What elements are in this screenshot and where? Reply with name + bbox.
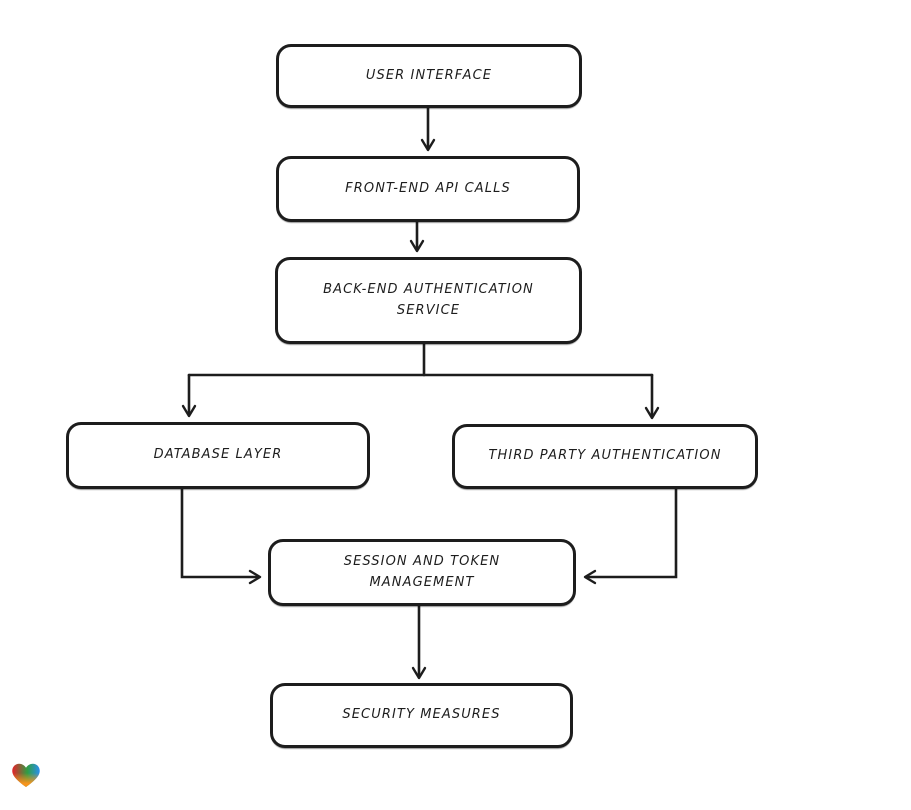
node-security-measures: SECURITY MEASURES: [270, 683, 573, 748]
node-label: USER INTERFACE: [365, 67, 493, 83]
node-user-interface: USER INTERFACE: [276, 44, 582, 108]
node-third-party-auth: THIRD PARTY AUTHENTICATION: [452, 424, 758, 489]
heart-logo[interactable]: [10, 760, 42, 790]
node-label: SECURITY MEASURES: [342, 707, 501, 723]
node-front-end-api-calls: FRONT-END API CALLS: [276, 156, 580, 222]
node-back-end-auth-service: BACK-END AUTHENTICATION SERVICE: [275, 257, 582, 344]
node-label: SERVICE: [396, 302, 461, 318]
heart-icon: [12, 763, 40, 787]
edge-database-to-session: [180, 487, 262, 585]
node-label: THIRD PARTY AUTHENTICATION: [488, 448, 722, 464]
node-label: MANAGEMENT: [369, 574, 475, 590]
node-database-layer: DATABASE LAYER: [66, 422, 370, 489]
node-label: FRONT-END API CALLS: [345, 180, 511, 196]
node-label: DATABASE LAYER: [153, 447, 283, 463]
node-label: SESSION AND TOKEN: [343, 554, 501, 570]
edge-thirdparty-to-session: [583, 487, 678, 585]
node-session-token-mgmt: SESSION AND TOKEN MANAGEMENT: [268, 539, 576, 606]
node-label: BACK-END AUTHENTICATION: [323, 282, 534, 298]
